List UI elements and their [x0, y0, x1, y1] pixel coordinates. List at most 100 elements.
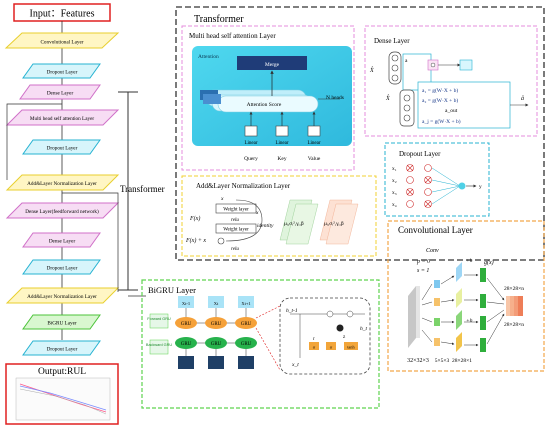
svg-text:5×5×3: 5×5×3 [435, 358, 450, 364]
transformer-title: Transformer [194, 14, 244, 25]
svg-text:Weight layer: Weight layer [223, 208, 249, 213]
svg-text:Add&Layer Normalization Layer: Add&Layer Normalization Layer [27, 294, 97, 300]
output-label: Output:RUL [38, 367, 86, 377]
merge-box [237, 56, 307, 70]
pipeline-layer-addnorm-1: Add&Layer Normalization Layer [5, 174, 120, 191]
svg-text:x₂: x₂ [392, 178, 397, 184]
svg-text:+h: +h [466, 258, 473, 264]
svg-text:GRU: GRU [181, 342, 192, 347]
svg-text:h_t-1: h_t-1 [286, 308, 298, 314]
svg-text:Linear: Linear [244, 141, 257, 146]
attention-title: Multi head self attention Layer [189, 32, 276, 40]
svg-text:Dense Layer: Dense Layer [49, 239, 76, 245]
pipeline: Input：Features Convolutional Layer Dropo… [4, 3, 165, 425]
svg-text:GRU: GRU [241, 342, 252, 347]
svg-text:BiGRU Layer: BiGRU Layer [47, 321, 77, 327]
conv-title: Convolutional Layer [398, 225, 473, 235]
query-label: Query [244, 156, 258, 162]
skip-line-2 [62, 192, 119, 292]
attention-inner-title: Attention [198, 54, 219, 60]
addnorm-panel: Add&Layer Normalization Layer x Weight l… [181, 175, 377, 257]
rul-thumbnail-plot [15, 377, 111, 421]
pipeline-layer-dropout-2: Dropout Layer [22, 139, 101, 155]
svg-text:â: â [521, 96, 524, 102]
svg-text:+h: +h [466, 318, 473, 324]
svg-text:X̂: X̂ [385, 95, 390, 102]
svg-text:28×28×n: 28×28×n [504, 322, 524, 328]
svg-text:GRU: GRU [241, 322, 252, 327]
svg-text:Xt-1: Xt-1 [182, 301, 190, 306]
svg-text:s = 1: s = 1 [417, 268, 429, 274]
svg-text:r: r [313, 337, 315, 342]
pipeline-layer-dense-ffn: Dense Layer(feedforward network) [5, 202, 120, 219]
svg-text:Dropout Layer: Dropout Layer [47, 146, 78, 152]
gru-cell [279, 297, 371, 375]
dense-title: Dense Layer [374, 37, 410, 45]
bigru-title: BiGRU Layer [148, 285, 196, 295]
pipeline-layer-bigru: BiGRU Layer [22, 314, 101, 330]
pipeline-layer-dropout-1: Dropout Layer [22, 63, 101, 79]
conv-panel: Convolutional Layer Conv p = 0 s = 1 32×… [387, 220, 545, 372]
svg-text:28×28×n: 28×28×n [504, 286, 524, 292]
pipeline-layer-conv: Convolutional Layer [4, 32, 120, 49]
addnorm-title: Add&Layer Normalization Layer [196, 182, 291, 190]
transformer-box [175, 6, 545, 261]
svg-text:GRU: GRU [181, 322, 192, 327]
svg-text:σ: σ [330, 345, 333, 350]
svg-text:x₁: x₁ [392, 166, 397, 172]
dense-panel: Dense Layer X̂ a X̂ a₁ = g(W·X + b) a₂ =… [364, 25, 538, 137]
svg-text:Dense Layer(feedforward networ: Dense Layer(feedforward network) [25, 208, 99, 215]
input-label: Input：Features [30, 9, 95, 20]
svg-text:X̂: X̂ [369, 67, 374, 74]
backward-gru-label: Backward GRU [146, 343, 172, 347]
svg-text:x_t: x_t [291, 362, 299, 368]
svg-text:GRU: GRU [211, 342, 222, 347]
pipeline-layer-dropout-3: Dropout Layer [22, 259, 101, 275]
pipeline-layer-attention: Multi head self attention Layer [5, 109, 120, 126]
svg-text:identity: identity [257, 223, 274, 229]
svg-text:Conv: Conv [426, 248, 439, 254]
transformer-side-label: Transformer [120, 184, 165, 194]
svg-text:h_t: h_t [360, 326, 368, 332]
svg-text:relu: relu [231, 218, 239, 223]
svg-text:y: y [479, 184, 482, 190]
svg-text:μᵢ,σᵢ²,γᵢ,β: μᵢ,σᵢ²,γᵢ,β [284, 221, 304, 227]
linear-value [307, 125, 321, 137]
key-label: Key [277, 156, 286, 162]
svg-text:tanh: tanh [347, 345, 355, 350]
svg-text:Add&Layer Normalization Layer: Add&Layer Normalization Layer [27, 181, 97, 187]
pipeline-layer-dense-1: Dense Layer [19, 84, 101, 100]
dropout-panel: Dropout Layer x₁ x₂ x₃ x₄ y [384, 142, 490, 217]
svg-text:μᵢ,σᵢ²,γᵢ,β: μᵢ,σᵢ²,γᵢ,β [324, 221, 344, 227]
dropout-title: Dropout Layer [399, 150, 441, 158]
svg-text:x: x [255, 210, 259, 216]
merge-label: Merge [265, 62, 280, 68]
attention-panel: Multi head self attention Layer Attentio… [181, 25, 355, 171]
skip-line-1 [6, 103, 62, 180]
svg-text:z: z [343, 335, 346, 340]
svg-text:x: x [220, 196, 224, 202]
svg-text:Dropout Layer: Dropout Layer [47, 266, 78, 272]
svg-text:a₂ = g(W·X + b): a₂ = g(W·X + b) [422, 97, 458, 104]
score-label: Attention Score [247, 102, 282, 108]
svg-text:Xt: Xt [214, 301, 219, 306]
svg-text:a: a [405, 58, 408, 64]
svg-text:p = 0: p = 0 [416, 259, 430, 265]
svg-text:Weight layer: Weight layer [223, 228, 249, 233]
svg-text:28×28×1: 28×28×1 [452, 358, 472, 364]
svg-text:a_j = g(W·X + b): a_j = g(W·X + b) [422, 118, 461, 125]
linear-key [275, 125, 289, 137]
bigru-panel: BiGRU Layer Forward GRU Backward GRU Xt-… [141, 279, 380, 409]
svg-text:x₄: x₄ [392, 202, 397, 208]
svg-text:GRU: GRU [211, 322, 222, 327]
svg-text:Linear: Linear [307, 141, 320, 146]
svg-text:g(x): g(x) [484, 259, 494, 266]
pipeline-layer-dense-2: Dense Layer [22, 232, 101, 248]
svg-text:F(x) + x: F(x) + x [185, 237, 206, 244]
svg-text:Xt+1: Xt+1 [241, 301, 250, 306]
svg-text:Linear: Linear [275, 141, 288, 146]
svg-text:32×32×3: 32×32×3 [407, 358, 429, 364]
svg-text:Multi head self attention Laye: Multi head self attention Layer [30, 115, 95, 122]
pipeline-layer-dropout-4: Dropout Layer [22, 340, 101, 356]
